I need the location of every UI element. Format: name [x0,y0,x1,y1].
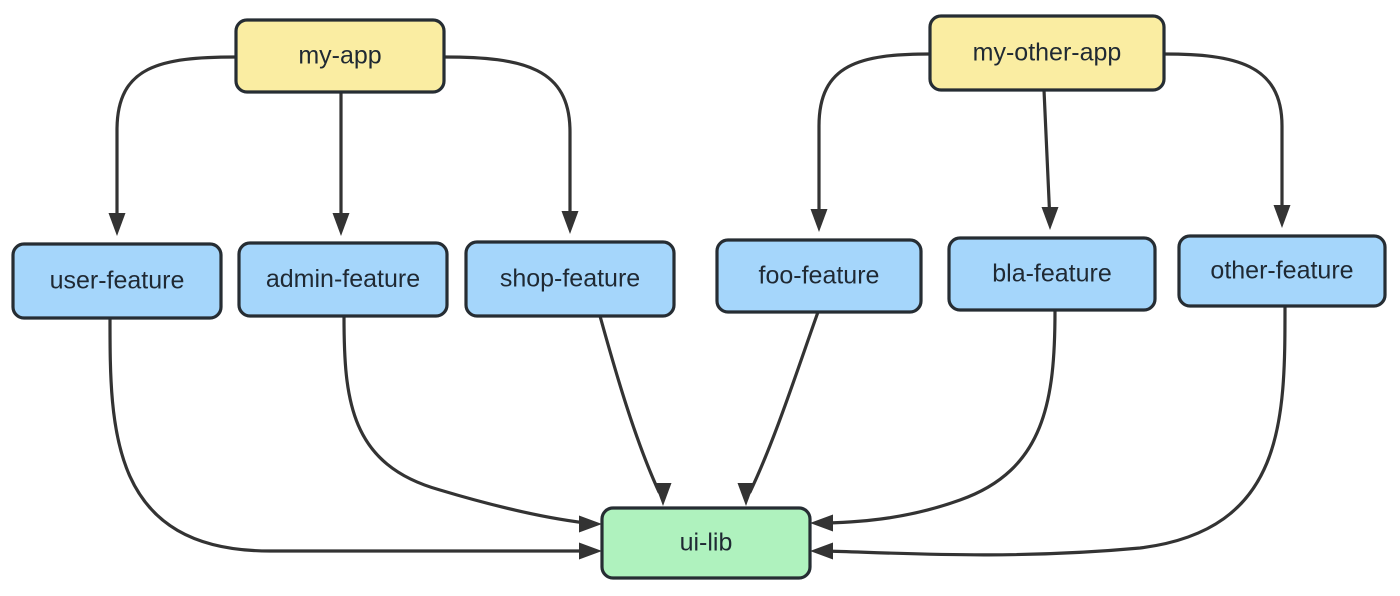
node-box-ui-lib[interactable] [600,506,812,580]
node-my-app[interactable]: my-app [234,18,446,94]
arrowhead-other-feature__ui-lib [810,542,833,560]
node-box-bla-feature[interactable] [947,236,1157,312]
edge-my-other-app__foo-feature [817,52,932,226]
node-box-user-feature[interactable] [11,242,223,320]
edge-admin-feature__ui-lib [342,314,588,525]
edge-bla-feature__ui-lib [824,308,1057,525]
arrowhead-my-other-app__other-feature [1273,205,1291,228]
node-box-foo-feature[interactable] [715,238,923,314]
arrowhead-my-other-app__foo-feature [810,209,828,232]
node-box-admin-feature[interactable] [237,241,449,318]
arrowhead-my-app__shop-feature [561,211,579,234]
edge-my-app__user-feature [115,55,238,230]
edges-layer [108,52,1287,557]
node-foo-feature[interactable]: foo-feature [715,238,923,314]
arrowheads-layer [108,205,1291,560]
edge-my-other-app__bla-feature [1042,88,1052,224]
node-other-feature[interactable]: other-feature [1177,234,1387,308]
edge-my-other-app__other-feature [1162,52,1284,222]
edge-my-app__shop-feature [442,55,572,228]
arrowhead-foo-feature__ui-lib [737,483,755,506]
node-user-feature[interactable]: user-feature [11,242,223,320]
node-admin-feature[interactable]: admin-feature [237,241,449,318]
arrowhead-admin-feature__ui-lib [579,515,602,533]
edge-foo-feature__ui-lib [748,310,820,494]
edge-shop-feature__ui-lib [598,314,661,494]
node-box-my-app[interactable] [234,18,446,94]
arrowhead-bla-feature__ui-lib [810,514,833,532]
edge-other-feature__ui-lib [824,304,1287,557]
node-bla-feature[interactable]: bla-feature [947,236,1157,312]
arrowhead-my-app__user-feature [108,213,126,236]
arrowhead-shop-feature__ui-lib [654,483,672,506]
node-box-shop-feature[interactable] [464,240,676,318]
node-box-my-other-app[interactable] [928,14,1166,92]
node-box-other-feature[interactable] [1177,234,1387,308]
arrowhead-my-other-app__bla-feature [1041,207,1059,230]
node-my-other-app[interactable]: my-other-app [928,14,1166,92]
arrowhead-my-app__admin-feature [332,213,350,236]
node-ui-lib[interactable]: ui-lib [600,506,812,580]
node-shop-feature[interactable]: shop-feature [464,240,676,318]
arrowhead-user-feature__ui-lib [579,542,602,560]
edge-user-feature__ui-lib [108,316,588,553]
